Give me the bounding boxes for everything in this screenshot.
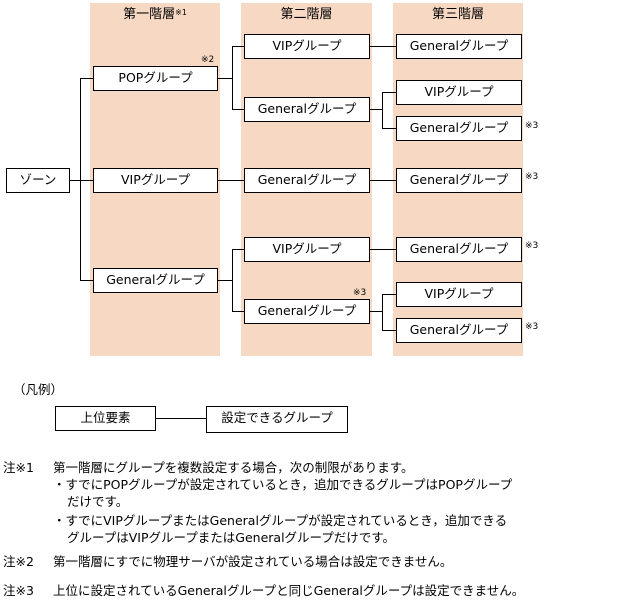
- connector: [218, 180, 244, 181]
- connector: [70, 180, 81, 181]
- layer2-general-group-node: Generalグループ: [244, 97, 370, 122]
- note-1-label: 注※1: [3, 460, 34, 475]
- layer1-general-group-node: Generalグループ: [93, 268, 218, 293]
- note-1-bullet-1-cont: だけです。: [67, 494, 129, 509]
- zone-node: ゾーン: [6, 168, 70, 193]
- connector: [370, 180, 396, 181]
- note-mark-2: ※2: [201, 55, 215, 65]
- connector: [80, 78, 81, 280]
- layer3-vip-group-node: VIPグループ: [396, 282, 522, 307]
- connector: [370, 249, 396, 250]
- layer1-pop-group-node: POPグループ: [93, 66, 218, 91]
- layer3-general-group-node: Generalグループ: [396, 237, 522, 262]
- note-3: 注※3 上位に設定されているGeneralグループと同じGeneralグループは設…: [3, 582, 524, 599]
- connector: [232, 46, 244, 47]
- note-mark-3: ※3: [525, 121, 539, 131]
- connector: [80, 280, 93, 281]
- connector: [232, 249, 233, 312]
- note-1-bullet-2-cont: グループはVIPグループまたはGeneralグループだけです。: [67, 530, 396, 545]
- note-2-text: 第一階層にすでに物理サーバが設定されている場合は設定できません。: [53, 554, 453, 569]
- layer2-vip-group-node: VIPグループ: [244, 237, 370, 262]
- connector: [232, 249, 244, 250]
- connector: [382, 128, 396, 129]
- connector: [370, 311, 383, 312]
- connector: [232, 109, 244, 110]
- legend-connector: [156, 418, 206, 419]
- connector: [382, 294, 383, 331]
- layer3-header: 第三階層: [431, 7, 484, 22]
- note-2-label: 注※2: [3, 554, 34, 569]
- note-mark-3: ※3: [353, 288, 367, 298]
- layer1-vip-group-node: VIPグループ: [93, 168, 218, 193]
- note-1-bullet-2: ・すでにVIPグループまたはGeneralグループが設定されているとき，追加でき…: [53, 513, 508, 528]
- note-mark-3: ※3: [525, 322, 539, 332]
- layer2-general-group-node: Generalグループ: [244, 168, 370, 193]
- layer1-header-label: 第一階層: [123, 7, 176, 22]
- note-1-text: 第一階層にグループを複数設定する場合，次の制限があります。: [53, 460, 414, 475]
- connector: [382, 330, 396, 331]
- note-mark-3: ※3: [525, 172, 539, 182]
- connector: [382, 294, 396, 295]
- layer3-general-group-node: Generalグループ: [396, 168, 522, 193]
- connector: [232, 311, 244, 312]
- connector: [80, 78, 93, 79]
- connector: [232, 46, 233, 110]
- note-mark-3: ※3: [525, 241, 539, 251]
- note-1-bullet-1: ・すでにPOPグループが設定されているとき，追加できるグループはPOPグループ: [53, 477, 513, 492]
- layer3-general-group-node: Generalグループ: [396, 34, 522, 59]
- legend-settable-group: 設定できるグループ: [206, 406, 348, 433]
- layer2-vip-group-node: VIPグループ: [244, 34, 370, 59]
- note-3-text: 上位に設定されているGeneralグループと同じGeneralグループは設定でき…: [53, 583, 525, 598]
- layer2-header: 第二階層: [280, 7, 333, 22]
- layer2-general-group-node: Generalグループ: [244, 299, 370, 324]
- layer3-vip-group-node: VIPグループ: [396, 80, 522, 105]
- legend-upper-element: 上位要素: [55, 406, 156, 431]
- connector: [370, 109, 383, 110]
- layer3-general-group-node: Generalグループ: [396, 116, 522, 141]
- connector: [382, 92, 396, 93]
- layer1-header: 第一階層※1: [90, 6, 220, 24]
- connector: [80, 180, 93, 181]
- note-3-label: 注※3: [3, 583, 34, 598]
- note-2: 注※2 第一階層にすでに物理サーバが設定されている場合は設定できません。: [3, 553, 452, 570]
- legend-title: （凡例）: [13, 382, 64, 397]
- layer1-header-mark: ※1: [175, 8, 187, 17]
- connector: [218, 280, 233, 281]
- connector: [382, 92, 383, 129]
- layer3-general-group-node: Generalグループ: [396, 318, 522, 343]
- connector: [218, 78, 233, 79]
- note-1: 注※1 第一階層にグループを複数設定する場合，次の制限があります。: [3, 459, 414, 476]
- connector: [370, 46, 396, 47]
